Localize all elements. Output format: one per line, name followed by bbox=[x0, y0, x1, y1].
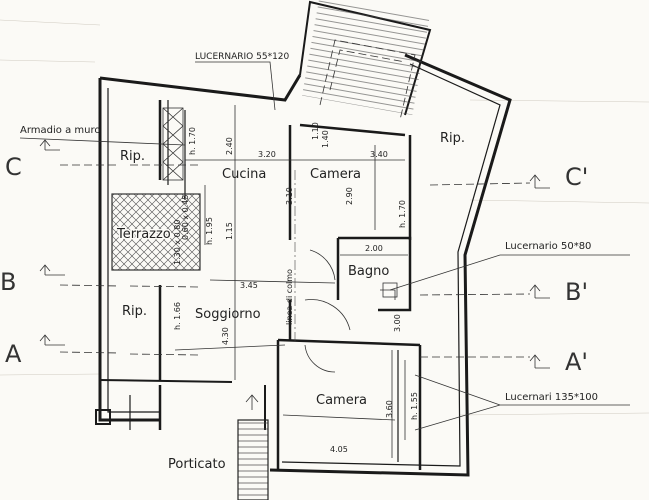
terrazzo-hatch bbox=[111, 193, 201, 271]
dim-h155: h. 1.55 bbox=[410, 392, 419, 420]
section-b-right: B' bbox=[565, 278, 588, 306]
dim-h166: h. 1.66 bbox=[173, 302, 182, 330]
note-lucernario-top: LUCERNARIO 55*120 bbox=[195, 52, 290, 62]
room-camera-bottom: Camera bbox=[316, 393, 367, 408]
outer-walls bbox=[98, 0, 512, 477]
dim-115: 1.15 bbox=[225, 222, 234, 240]
dim-h195: h. 1.95 bbox=[205, 217, 214, 245]
room-soggiorno: Soggiorno bbox=[195, 307, 261, 322]
dim-360: 3.60 bbox=[385, 400, 394, 418]
interior-walls bbox=[95, 100, 422, 470]
dim-300: 3.00 bbox=[393, 314, 402, 332]
room-bagno: Bagno bbox=[348, 264, 389, 279]
dim-340: 3.40 bbox=[370, 150, 388, 159]
dim-terr-2: 1.30 x 0.80 bbox=[173, 220, 182, 265]
dim-430: 4.30 bbox=[221, 327, 230, 345]
note-lucernario-bagno: Lucernario 50*80 bbox=[505, 241, 591, 252]
dim-310: 3.10 bbox=[285, 187, 294, 205]
dim-h170-right: h. 1.70 bbox=[398, 200, 407, 228]
room-cucina: Cucina bbox=[222, 167, 266, 182]
dim-140: 1.40 bbox=[321, 130, 330, 148]
room-rip-mid: Rip. bbox=[122, 304, 147, 319]
dim-405: 4.05 bbox=[330, 445, 348, 454]
note-lucernari: Lucernari 135*100 bbox=[505, 392, 598, 403]
section-c-right: C' bbox=[565, 163, 588, 191]
note-linea-colmo: linea di colmo bbox=[285, 269, 294, 325]
doors bbox=[304, 249, 396, 373]
stairs bbox=[237, 394, 269, 500]
room-rip-left: Rip. bbox=[120, 149, 145, 164]
section-a-left: A bbox=[5, 340, 22, 368]
section-a-right: A' bbox=[565, 348, 588, 376]
dim-110: 1.10 bbox=[311, 122, 320, 140]
dim-terr-1: 0.60 x 0.45 bbox=[181, 195, 190, 240]
dim-240: 2.40 bbox=[225, 137, 234, 155]
room-terrazzo: Terrazzo bbox=[116, 227, 171, 242]
note-armadio: Armadio a muro bbox=[20, 125, 100, 136]
room-porticato: Porticato bbox=[168, 457, 226, 472]
dim-h170-top: h. 1.70 bbox=[188, 127, 197, 155]
dim-200: 2.00 bbox=[365, 244, 383, 253]
leader-lines bbox=[19, 61, 630, 431]
dim-290: 2.90 bbox=[345, 187, 354, 205]
section-c-left: C bbox=[5, 153, 22, 181]
section-lines bbox=[39, 139, 550, 369]
background-grid bbox=[0, 19, 649, 416]
dim-320: 3.20 bbox=[258, 150, 276, 159]
room-rip-right: Rip. bbox=[440, 131, 465, 146]
dimension-lines bbox=[174, 105, 408, 458]
dim-345: 3.45 bbox=[240, 281, 258, 290]
section-b-left: B bbox=[0, 268, 16, 296]
room-camera-top: Camera bbox=[310, 167, 361, 182]
